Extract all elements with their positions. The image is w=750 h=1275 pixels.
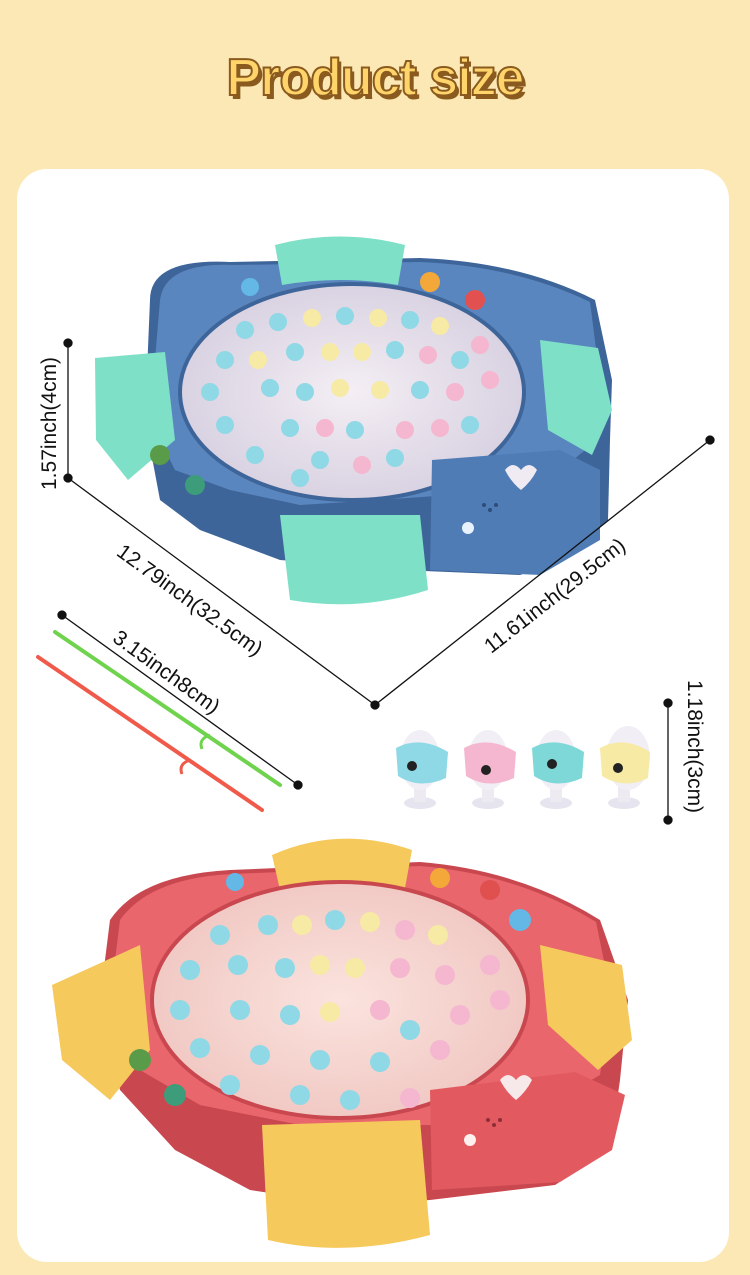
left-basket-red bbox=[52, 945, 150, 1100]
front-basket bbox=[280, 515, 428, 605]
front-basket-red bbox=[262, 1120, 430, 1248]
height-dimension-label: 1.57inch(4cm) bbox=[38, 356, 61, 490]
control-panel-red bbox=[430, 1072, 625, 1190]
fishing-rods bbox=[36, 630, 282, 812]
page-title: Product size bbox=[225, 48, 525, 108]
switch-knob bbox=[462, 522, 474, 534]
fish-grid-blue bbox=[201, 307, 499, 487]
pond bbox=[180, 284, 524, 500]
top-basket-red bbox=[272, 838, 412, 890]
right-basket-red bbox=[540, 945, 632, 1070]
red-rod bbox=[36, 655, 264, 812]
blue-fishing-game bbox=[95, 236, 612, 605]
dimension-lines bbox=[57, 338, 715, 825]
fish-piece-pink bbox=[464, 730, 516, 809]
fish-grid-red bbox=[170, 910, 510, 1110]
red-fishing-game bbox=[52, 838, 632, 1248]
green-rod bbox=[53, 630, 282, 787]
heart-button-red bbox=[500, 1075, 532, 1100]
fish-pieces bbox=[396, 726, 650, 809]
heart-button bbox=[505, 465, 537, 490]
fish-piece-blue bbox=[396, 730, 448, 809]
switch-knob-red bbox=[464, 1134, 476, 1146]
fish-height-label: 1.18inch(3cm) bbox=[683, 680, 706, 814]
control-panel bbox=[430, 450, 600, 575]
top-basket bbox=[275, 236, 405, 285]
right-basket bbox=[540, 340, 612, 455]
fish-piece-yellow bbox=[600, 726, 650, 809]
fish-piece-teal bbox=[532, 730, 584, 809]
